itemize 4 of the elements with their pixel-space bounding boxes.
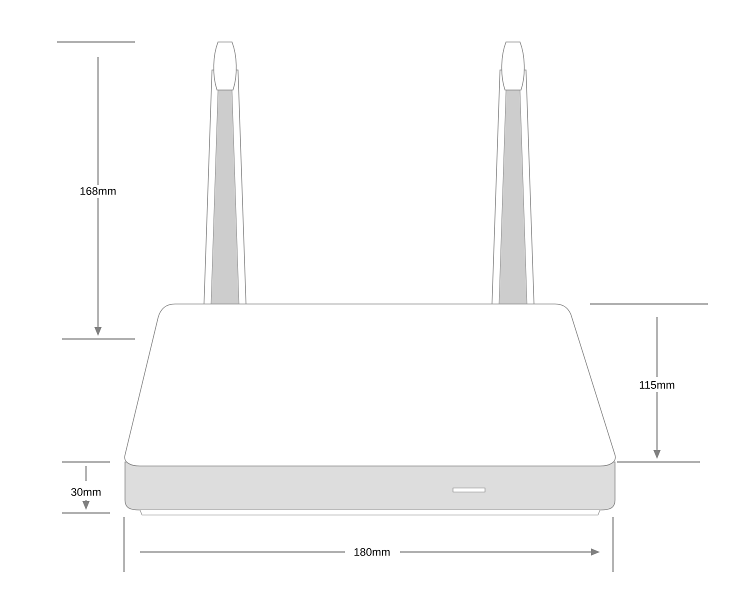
dimension-label: 180mm: [354, 548, 390, 556]
dimension-label: 30mm: [71, 488, 101, 496]
dimension-label: 168mm: [80, 187, 116, 195]
dimension-label: 115mm: [640, 381, 674, 389]
